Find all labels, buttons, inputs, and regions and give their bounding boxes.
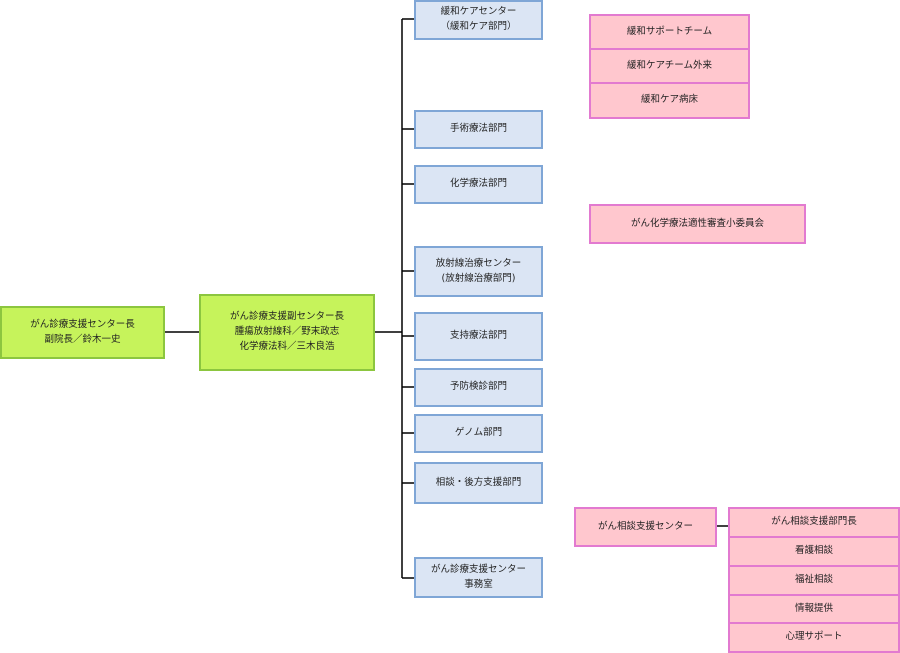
information-provision: 情報提供 [728,594,900,624]
dept-radiotherapy-center: 放射線治療センター (放射線治療部門) [414,246,543,297]
center-label: がん相談支援センター [597,520,693,532]
psychological-support: 心理サポート [728,622,900,653]
dept-genome: ゲノム部門 [414,414,543,453]
unit-label: 心理サポート [785,631,843,643]
dept-label: 化学療法部門 [449,178,507,190]
welfare-consultation: 福祉相談 [728,565,900,596]
dept-label: ゲノム部門 [454,427,503,439]
dept-sublabel: (放射線治療部門) [441,272,516,284]
unit-label: 情報提供 [794,602,833,614]
unit-label: がん相談支援部門長 [771,516,857,528]
nursing-consultation: 看護相談 [728,536,900,567]
dept-surgery: 手術療法部門 [414,110,543,149]
palliative-support-team: 緩和サポートチーム [589,14,750,50]
vice-director-title: がん診療支援副センター長 [229,311,344,323]
dept-label: 手術療法部門 [449,123,507,135]
center-director-box: がん診療支援センター長 副院長／鈴木一史 [0,306,165,359]
vice-director-name-2: 化学療法科／三木良浩 [239,340,335,352]
dept-label: 緩和ケアセンター [440,6,517,18]
dept-sublabel: 事務室 [464,578,493,590]
dept-consultation-support: 相談・後方支援部門 [414,462,543,504]
dept-label: 予防検診部門 [449,381,507,393]
vice-director-name-1: 腫瘍放射線科／野末政志 [234,326,340,338]
dept-label: 相談・後方支援部門 [435,476,522,488]
dept-label: 支持療法部門 [449,330,507,342]
dept-center-office: がん診療支援センター 事務室 [414,557,543,598]
vice-director-box: がん診療支援副センター長 腫瘍放射線科／野末政志 化学療法科／三木良浩 [199,294,375,371]
unit-label: 緩和ケア病床 [640,94,698,106]
consultation-unit-head: がん相談支援部門長 [728,507,900,538]
unit-label: 緩和サポートチーム [626,25,713,37]
committee-label: がん化学療法適性審査小委員会 [630,217,764,229]
dept-chemotherapy: 化学療法部門 [414,165,543,204]
dept-palliative-care-center: 緩和ケアセンター （緩和ケア部門） [414,0,543,40]
palliative-care-beds: 緩和ケア病床 [589,82,750,119]
dept-supportive-care: 支持療法部門 [414,312,543,361]
director-title: がん診療支援センター長 [30,318,135,330]
chemo-review-committee: がん化学療法適性審査小委員会 [589,204,806,244]
dept-label: がん診療支援センター [430,563,526,575]
unit-label: 緩和ケアチーム外来 [626,59,713,71]
dept-prevention-screening: 予防検診部門 [414,368,543,407]
dept-sublabel: （緩和ケア部門） [440,21,517,32]
director-name: 副院長／鈴木一史 [44,333,121,345]
dept-label: 放射線治療センター [435,257,522,269]
unit-label: 福祉相談 [794,574,833,586]
palliative-team-outpatient: 緩和ケアチーム外来 [589,48,750,84]
unit-label: 看護相談 [794,545,833,557]
cancer-consultation-center: がん相談支援センター [574,507,717,547]
